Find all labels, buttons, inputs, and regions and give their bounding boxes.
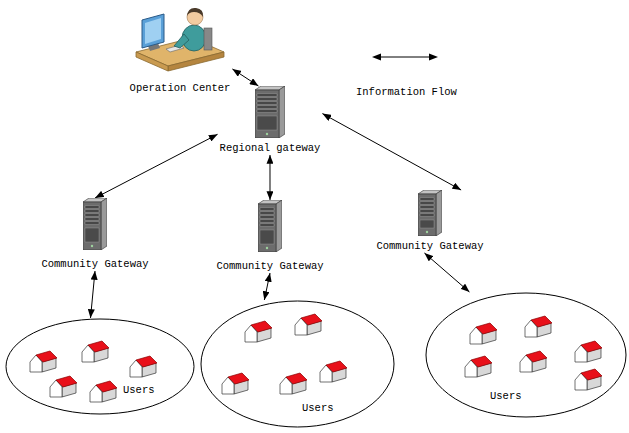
house-icon [575,369,602,390]
flow-arrow [91,271,96,318]
flow-arrow [322,114,461,190]
legend-entry: Information Flow [356,86,457,99]
gateway-node: Community Gateway [374,190,485,253]
operation-center: Operation Center [128,2,233,95]
house-icon [280,373,307,394]
user-group: Users [5,318,195,415]
gateway-node: Community Gateway [214,200,325,273]
flow-arrow [264,273,270,300]
node-icon [258,200,282,252]
gateway-node: Community Gateway [39,198,150,271]
house-icon [575,341,602,362]
gateway-node: Regional gateway [218,86,323,155]
house-icon [222,373,249,394]
house-icon [30,351,57,372]
house-icon [245,321,272,342]
server-icon [418,190,442,236]
house-icon [320,361,347,382]
user-area [5,318,195,415]
legend-sample [372,54,438,61]
node-label: Community Gateway [376,240,483,253]
house-icon [520,351,547,372]
house-icon [130,356,157,377]
flow-arrow [232,69,258,86]
node-label: Users [302,402,334,415]
node-icon [418,190,442,236]
flow-arrow [424,253,469,292]
node-icon [83,198,107,250]
flow-arrow [95,134,218,198]
node-label: Community Gateway [216,260,323,273]
house-icon [465,356,492,377]
house-icon [50,376,77,397]
server-icon [83,198,107,250]
node-label: Community Gateway [41,258,148,271]
node-label: Operation Center [130,82,231,95]
server-icon [258,200,282,252]
user-area [425,292,627,418]
house-icon [295,314,322,335]
node-label: Regional gateway [220,142,321,155]
legend-text: Information Flow [356,86,457,99]
node-label: Users [490,390,522,403]
user-group: Users [425,292,627,418]
house-icon [525,316,552,337]
node-label: Users [123,384,155,397]
house-icon [82,341,109,362]
node-icon [134,2,226,74]
user-area [200,300,395,428]
node-icon [255,86,285,138]
flow-arrow [269,155,270,200]
server-icon [255,86,285,138]
user-group: Users [200,300,395,428]
house-icon [90,381,117,402]
operator-icon [136,8,224,71]
house-icon [470,323,497,344]
